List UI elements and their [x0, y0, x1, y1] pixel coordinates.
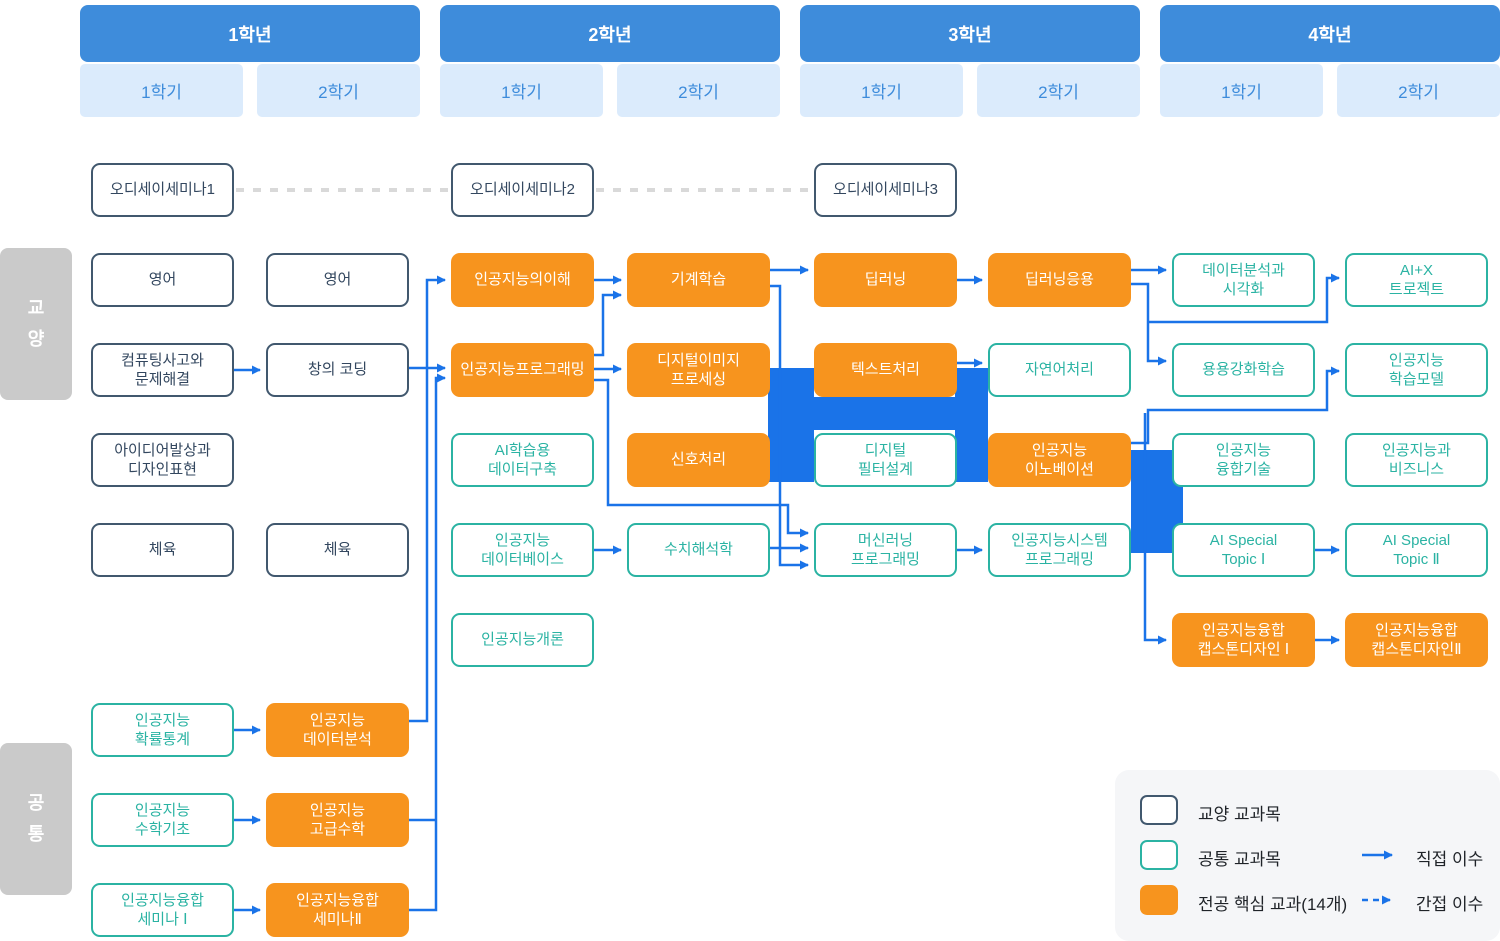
course-text-processing: 텍스트처리 — [814, 343, 957, 397]
course-nlp: 자연어처리 — [988, 343, 1131, 397]
semester-header-2-2: 2학기 — [617, 64, 780, 117]
course-machine-learning: 기계학습 — [627, 253, 770, 307]
course-ai-database: 인공지능 데이터베이스 — [451, 523, 594, 577]
section-label-liberal-arts: 교 양 — [0, 248, 72, 400]
legend-liberal-label: 교양 교과목 — [1198, 805, 1281, 824]
course-numerical-analysis: 수치해석학 — [627, 523, 770, 577]
course-signal-processing: 신호처리 — [627, 433, 770, 487]
semester-header-1-1: 1학기 — [80, 64, 243, 117]
course-pe-2: 체육 — [266, 523, 409, 577]
course-data-analysis-visualization: 데이터분석과 시각화 — [1172, 253, 1315, 307]
legend-direct-label: 직접 이수 — [1416, 850, 1484, 869]
course-ai-business: 인공지능과 비즈니스 — [1345, 433, 1488, 487]
course-ai-training-data: AI학습용 데이터구축 — [451, 433, 594, 487]
direct-arrows — [234, 265, 1340, 915]
year-header-3: 3학년 — [800, 5, 1140, 62]
semester-header-2-1: 1학기 — [440, 64, 603, 117]
course-deep-learning-applications: 딥러닝응용 — [988, 253, 1131, 307]
course-digital-filter-design: 디지털 필터설계 — [814, 433, 957, 487]
legend-common-swatch — [1140, 840, 1178, 870]
legend-indirect-label: 간접 이수 — [1416, 895, 1484, 914]
course-ai-special-topic-2: AI Special Topic Ⅱ — [1345, 523, 1488, 577]
course-computing-thinking: 컴퓨팅사고와 문제해결 — [91, 343, 234, 397]
course-ai-capstone-1: 인공지능융합 캡스톤디자인 Ⅰ — [1172, 613, 1315, 667]
semester-header-3-2: 2학기 — [977, 64, 1140, 117]
course-ai-capstone-2: 인공지능융합 캡스톤디자인Ⅱ — [1345, 613, 1488, 667]
course-ai-convergence-tech: 인공지능 융합기술 — [1172, 433, 1315, 487]
course-odyssey-seminar-1: 오디세이세미나1 — [91, 163, 234, 217]
semester-header-4-2: 2학기 — [1337, 64, 1500, 117]
course-odyssey-seminar-2: 오디세이세미나2 — [451, 163, 594, 217]
course-pe-1: 체육 — [91, 523, 234, 577]
course-ai-system-programming: 인공지능시스템 프로그래밍 — [988, 523, 1131, 577]
course-creative-coding: 창의 코딩 — [266, 343, 409, 397]
semester-header-1-2: 2학기 — [257, 64, 420, 117]
course-english-1: 영어 — [91, 253, 234, 307]
course-ml-programming: 머신러닝 프로그래밍 — [814, 523, 957, 577]
legend-liberal-swatch — [1140, 795, 1178, 825]
course-applied-reinforcement-learning: 용용강화학습 — [1172, 343, 1315, 397]
course-odyssey-seminar-3: 오디세이세미나3 — [814, 163, 957, 217]
course-deep-learning: 딥러닝 — [814, 253, 957, 307]
year-header-4: 4학년 — [1160, 5, 1500, 62]
course-intro-ai: 인공지능개론 — [451, 613, 594, 667]
course-understanding-ai: 인공지능의이해 — [451, 253, 594, 307]
year-header-2: 2학년 — [440, 5, 780, 62]
legend-panel — [1115, 770, 1500, 941]
legend-core-label: 전공 핵심 교과(14개) — [1198, 895, 1348, 914]
legend-core-swatch — [1140, 885, 1178, 915]
year-header-1: 1학년 — [80, 5, 420, 62]
course-ai-math-basics: 인공지능 수학기초 — [91, 793, 234, 847]
course-ai-special-topic-1: AI Special Topic Ⅰ — [1172, 523, 1315, 577]
course-ai-seminar-1: 인공지능융합 세미나 Ⅰ — [91, 883, 234, 937]
course-ai-advanced-math: 인공지능 고급수학 — [266, 793, 409, 847]
section-label-common: 공 통 — [0, 743, 72, 895]
semester-header-3-1: 1학기 — [800, 64, 963, 117]
course-ai-programming: 인공지능프로그래밍 — [451, 343, 594, 397]
semester-header-4-1: 1학기 — [1160, 64, 1323, 117]
course-digital-image-processing: 디지털이미지 프로세싱 — [627, 343, 770, 397]
course-ai-learning-model: 인공지능 학습모델 — [1345, 343, 1488, 397]
course-ai-probability-statistics: 인공지능 확률통계 — [91, 703, 234, 757]
course-english-2: 영어 — [266, 253, 409, 307]
course-idea-design: 아이디어발상과 디자인표현 — [91, 433, 234, 487]
course-ai-data-analysis: 인공지능 데이터분석 — [266, 703, 409, 757]
course-ai-innovation: 인공지능 이노베이션 — [988, 433, 1131, 487]
course-ai-x-project: AI+X 트로젝트 — [1345, 253, 1488, 307]
legend-common-label: 공통 교과목 — [1198, 850, 1281, 869]
course-ai-seminar-2: 인공지능융합 세미나Ⅱ — [266, 883, 409, 937]
